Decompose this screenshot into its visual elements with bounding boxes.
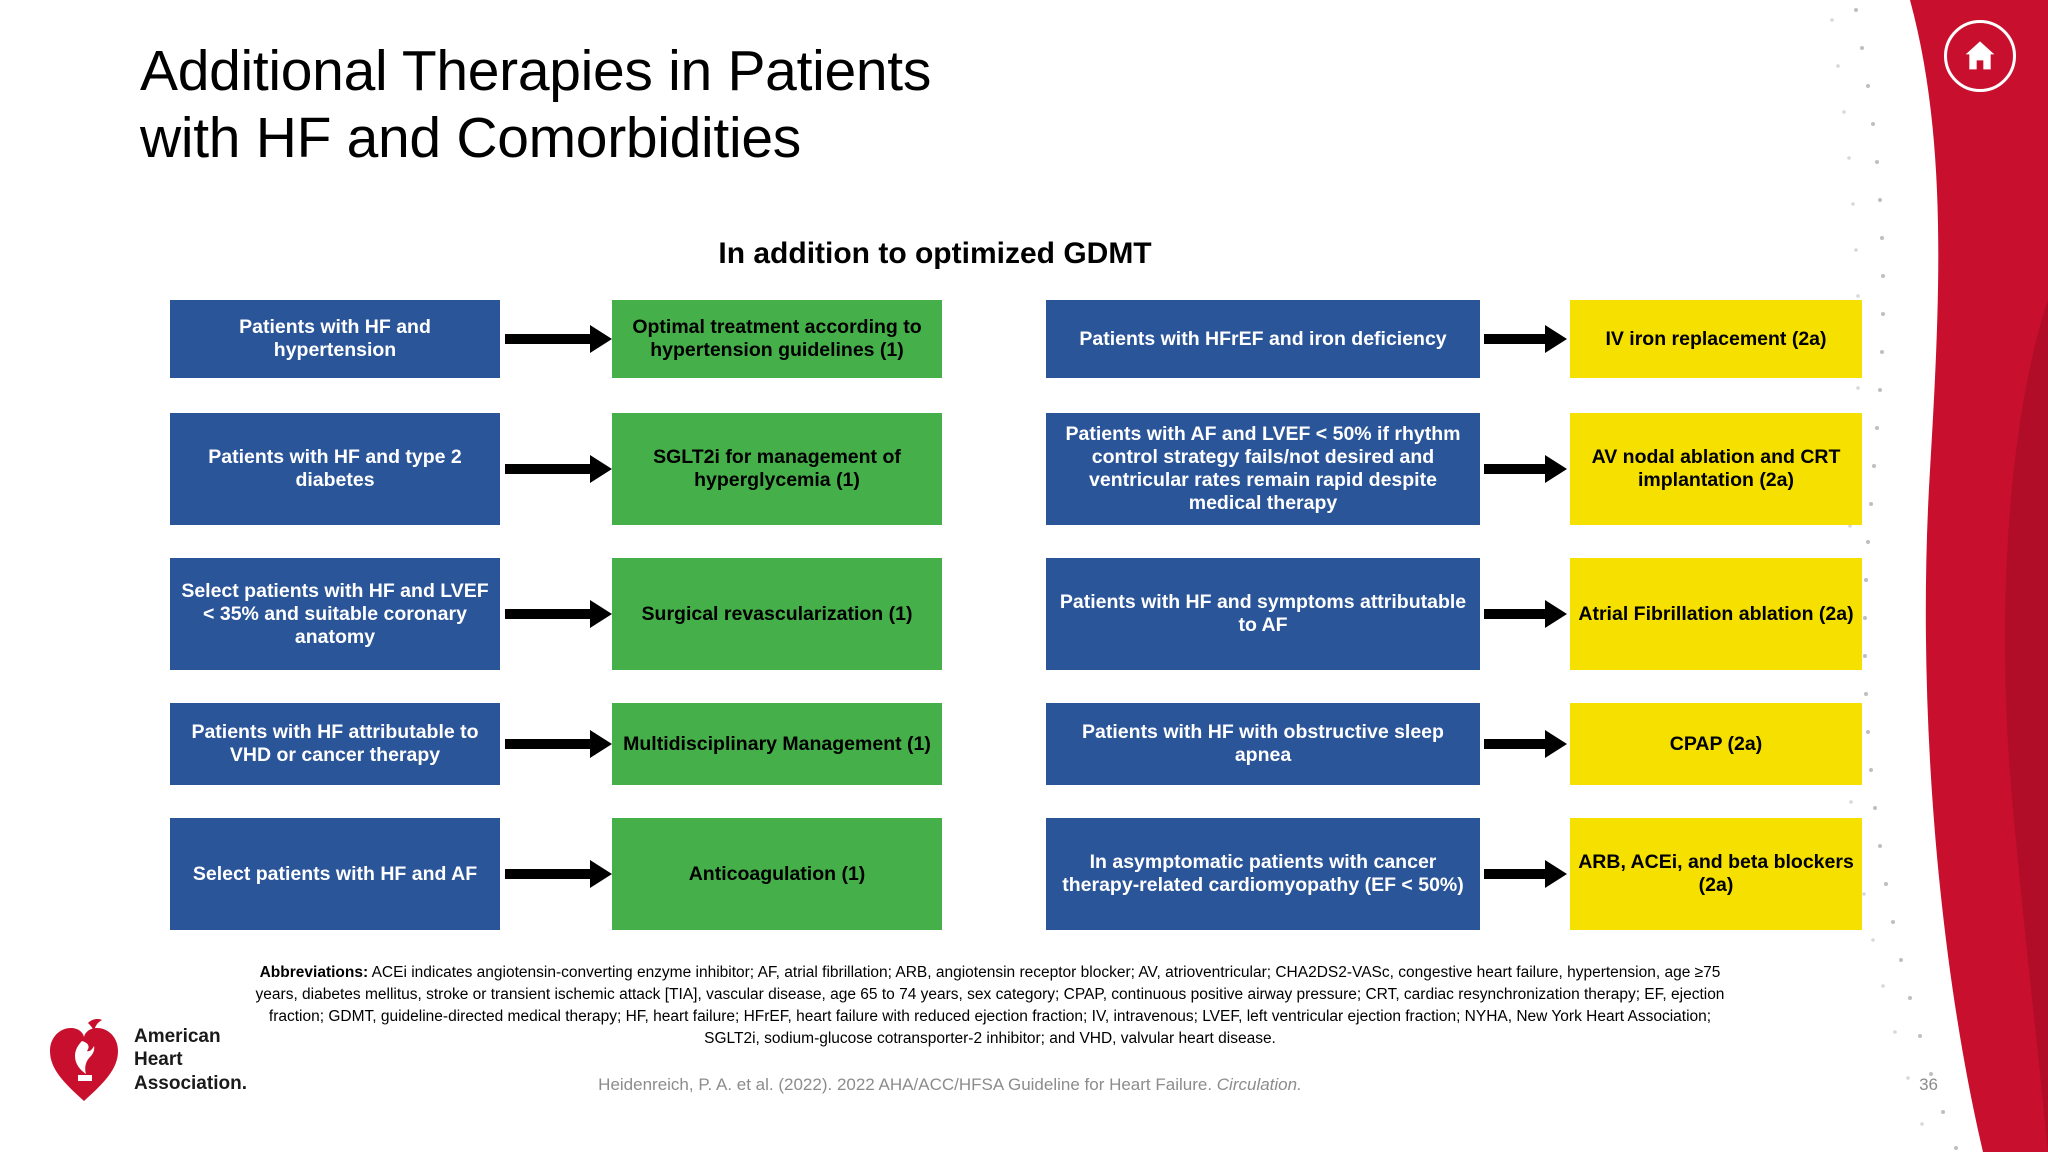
logo-line-2: Heart	[134, 1049, 183, 1071]
title-line-1: Additional Therapies in Patients	[140, 39, 932, 103]
therapy-box-left-3[interactable]: Surgical revascularization (1)	[612, 558, 942, 670]
condition-box-left-1[interactable]: Patients with HF and hypertension	[170, 300, 500, 378]
therapy-box-right-1[interactable]: IV iron replacement (2a)	[1570, 300, 1862, 378]
page-number: 36	[1919, 1075, 1938, 1094]
logo-line-1: American	[134, 1026, 221, 1048]
condition-box-right-5[interactable]: In asymptomatic patients with cancer the…	[1046, 818, 1480, 930]
condition-box-right-1[interactable]: Patients with HFrEF and iron deficiency	[1046, 300, 1480, 378]
condition-box-left-4[interactable]: Patients with HF attributable to VHD or …	[170, 703, 500, 785]
page-title: Additional Therapies in Patients with HF…	[140, 38, 1320, 171]
therapy-box-left-5[interactable]: Anticoagulation (1)	[612, 818, 942, 930]
aha-logo: American Heart Association.	[48, 1010, 298, 1110]
abbreviations-label: Abbreviations:	[259, 964, 369, 981]
therapy-box-left-1[interactable]: Optimal treatment according to hypertens…	[612, 300, 942, 378]
citation: Heidenreich, P. A. et al. (2022). 2022 A…	[0, 1075, 1900, 1095]
aha-wordmark: American Heart Association.	[134, 1025, 247, 1095]
logo-line-3: Association.	[134, 1072, 247, 1094]
therapy-box-left-2[interactable]: SGLT2i for management of hyperglycemia (…	[612, 413, 942, 525]
therapy-box-right-3[interactable]: Atrial Fibrillation ablation (2a)	[1570, 558, 1862, 670]
condition-box-left-2[interactable]: Patients with HF and type 2 diabetes	[170, 413, 500, 525]
condition-box-left-5[interactable]: Select patients with HF and AF	[170, 818, 500, 930]
condition-box-right-4[interactable]: Patients with HF with obstructive sleep …	[1046, 703, 1480, 785]
condition-box-left-3[interactable]: Select patients with HF and LVEF < 35% a…	[170, 558, 500, 670]
aha-heart-torch-icon	[50, 1019, 118, 1101]
therapy-box-left-4[interactable]: Multidisciplinary Management (1)	[612, 703, 942, 785]
therapy-flow-diagram: Patients with HF and hypertension Patien…	[0, 300, 1900, 950]
abbreviations-note: Abbreviations: ACEi indicates angiotensi…	[250, 962, 1730, 1050]
title-line-2: with HF and Comorbidities	[140, 105, 801, 170]
home-button[interactable]	[1944, 20, 2016, 92]
therapy-box-right-5[interactable]: ARB, ACEi, and beta blockers (2a)	[1570, 818, 1862, 930]
abbreviations-text: ACEi indicates angiotensin-converting en…	[255, 964, 1725, 1047]
subheading: In addition to optimized GDMT	[718, 237, 1152, 270]
therapy-box-right-2[interactable]: AV nodal ablation and CRT implantation (…	[1570, 413, 1862, 525]
condition-box-right-2[interactable]: Patients with AF and LVEF < 50% if rhyth…	[1046, 413, 1480, 525]
therapy-box-right-4[interactable]: CPAP (2a)	[1570, 703, 1862, 785]
citation-journal: Circulation.	[1216, 1075, 1302, 1094]
citation-text: Heidenreich, P. A. et al. (2022). 2022 A…	[598, 1075, 1217, 1094]
condition-box-right-3[interactable]: Patients with HF and symptoms attributab…	[1046, 558, 1480, 670]
home-icon	[1965, 41, 1995, 70]
